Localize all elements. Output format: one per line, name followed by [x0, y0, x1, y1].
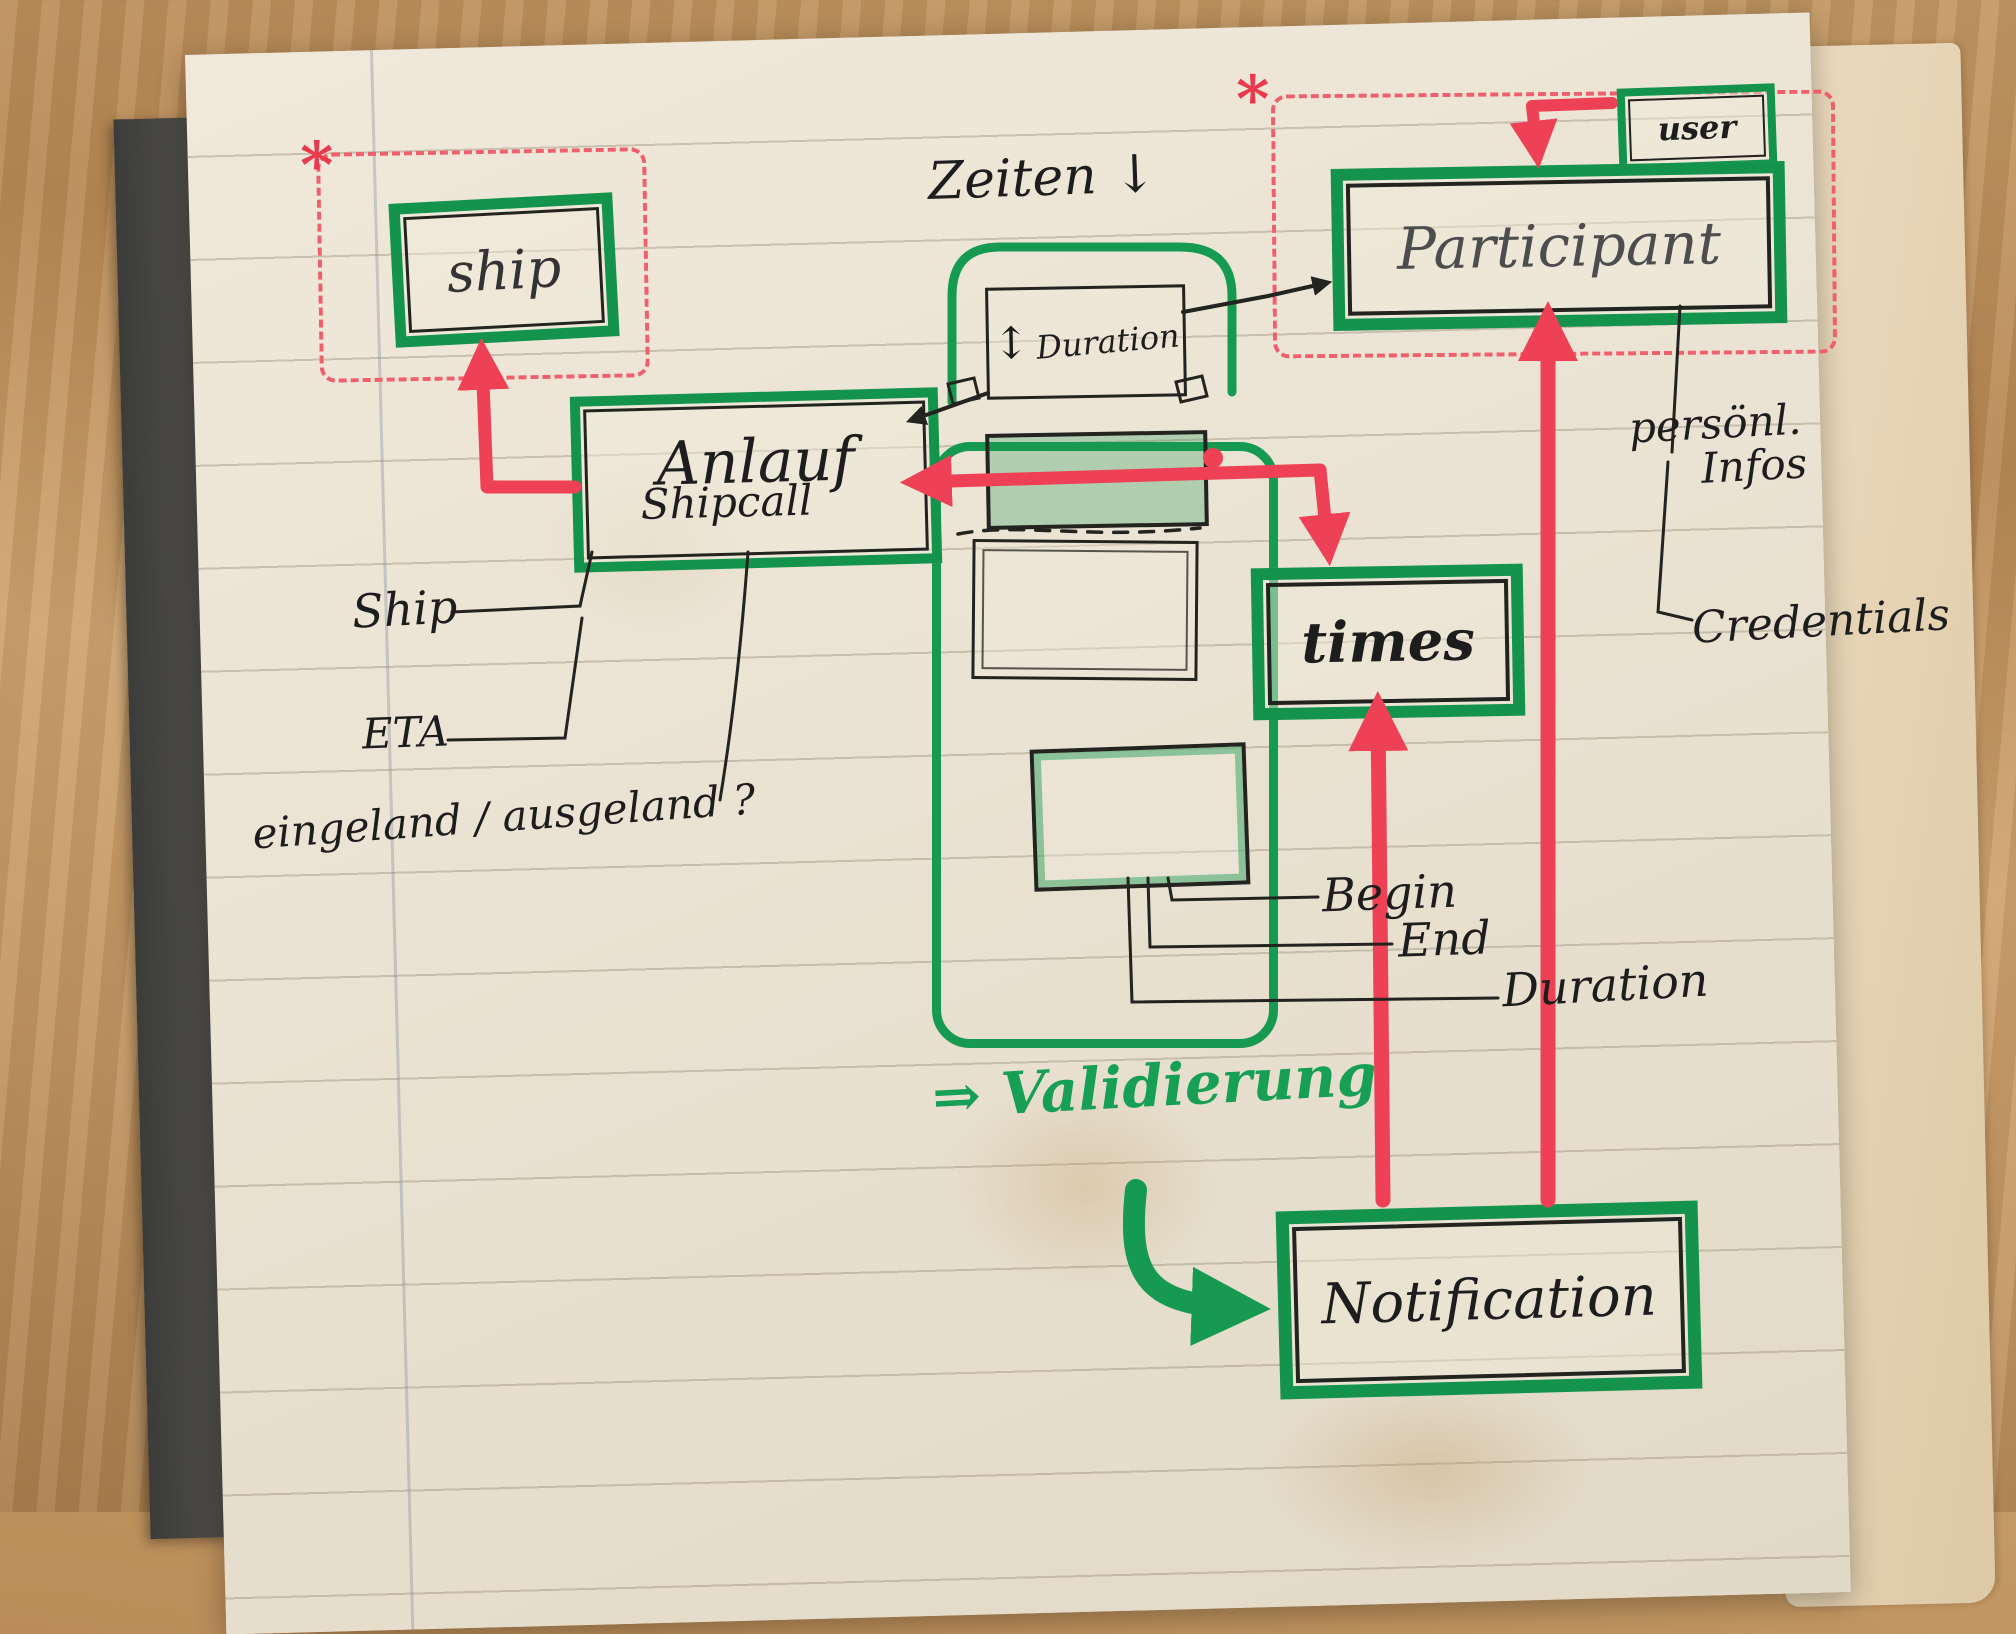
- asterisk-right: *: [1236, 62, 1270, 137]
- stack-box-middle: [971, 539, 1199, 681]
- node-participant: Participant: [1330, 161, 1788, 331]
- coffee-stain: [1270, 1380, 1590, 1560]
- attr-ship: Ship: [350, 579, 459, 639]
- stack-box-top: [985, 430, 1209, 530]
- times-label: times: [1300, 607, 1476, 677]
- asterisk-left: *: [300, 128, 334, 203]
- stack-box-bottom: [1029, 742, 1251, 892]
- zeiten-label: Zeiten ↓: [927, 144, 1158, 212]
- times-group-container: [932, 442, 1278, 1048]
- notification-label: Notification: [1320, 1263, 1658, 1337]
- participant-label: Participant: [1396, 209, 1722, 283]
- attr-personal-infos: persönl. Infos: [1628, 395, 1809, 494]
- attr-eta: ETA: [361, 706, 450, 759]
- node-anlauf: Anlauf Shipcall: [569, 387, 943, 573]
- node-times: times: [1250, 563, 1526, 721]
- duration-label: Duration: [1034, 316, 1181, 367]
- node-ship: ship: [388, 192, 620, 348]
- attr-duration: Duration: [1500, 952, 1710, 1018]
- node-duration: ↕ Duration: [985, 284, 1187, 400]
- attr-end: End: [1397, 910, 1492, 968]
- node-notification: Notification: [1275, 1200, 1703, 1400]
- user-label: user: [1657, 107, 1737, 149]
- shipcall-label: Shipcall: [640, 475, 813, 530]
- attr-personal-line2: Infos: [1699, 438, 1809, 493]
- ship-label: ship: [445, 235, 563, 305]
- stack-box-middle-inner: [981, 549, 1189, 671]
- duration-updown-arrow-icon: ↕: [992, 317, 1031, 370]
- node-user: user: [1616, 83, 1778, 173]
